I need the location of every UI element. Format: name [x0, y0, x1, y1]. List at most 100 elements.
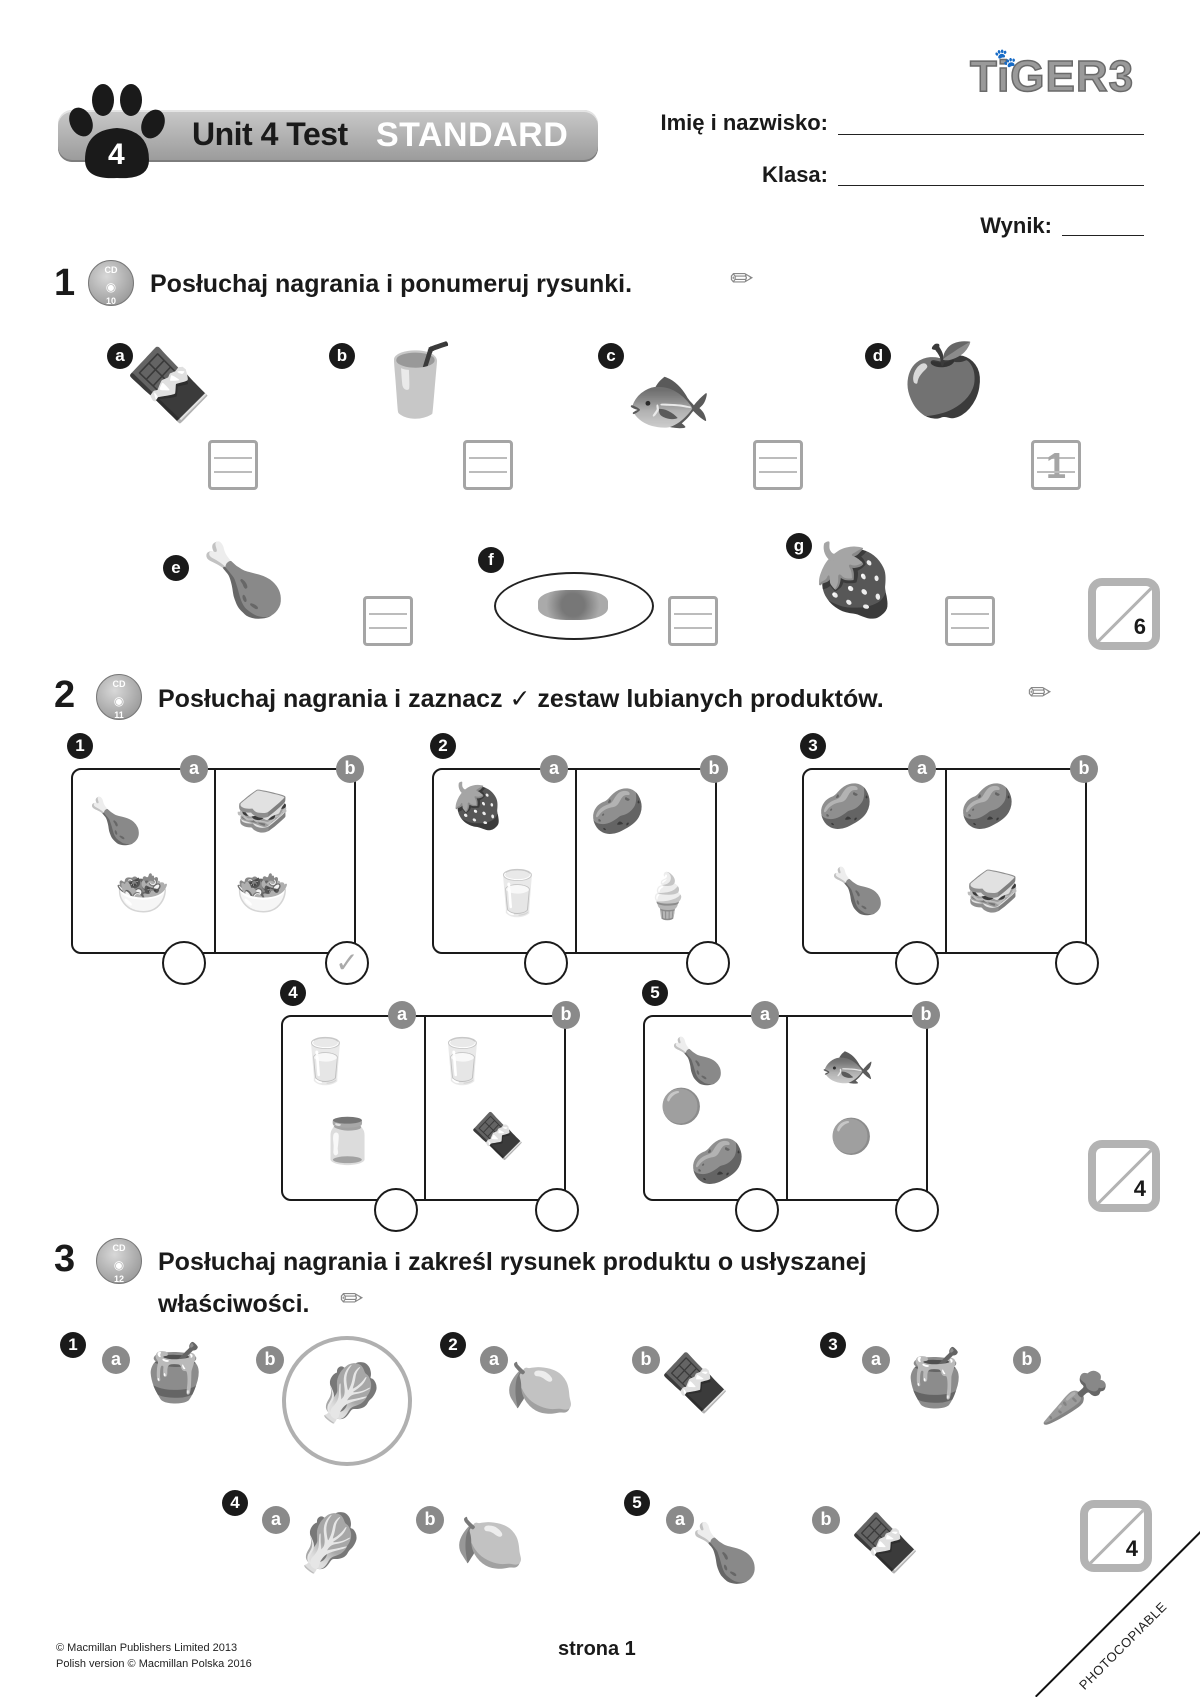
crisps-picture: 🥔	[590, 787, 645, 836]
option-a-label: a	[180, 755, 208, 783]
option-b-label: b	[632, 1346, 660, 1374]
item-number-1: 1	[60, 1332, 86, 1358]
option-a-label: a	[666, 1506, 694, 1534]
cd-track: 12	[113, 1274, 124, 1284]
answer-box-b[interactable]	[463, 440, 513, 490]
ice-cream-picture: 🍦	[640, 872, 695, 921]
set-3-checkbox-a[interactable]	[895, 941, 939, 985]
chocolate-bar-picture: 🍫	[125, 346, 213, 424]
set-4-panel	[281, 1015, 566, 1201]
item-letter-d: d	[865, 343, 891, 369]
score-divider	[1096, 586, 1152, 642]
honey-jar-picture: 🍯	[140, 1341, 210, 1404]
item-letter-e: e	[163, 555, 189, 581]
score-field[interactable]	[1062, 235, 1144, 236]
page-number: strona 1	[558, 1638, 636, 1660]
jam-jar-picture: 🫙	[320, 1117, 375, 1166]
logo-paw-icon: 🐾	[993, 47, 1018, 69]
option-a-label: a	[480, 1346, 508, 1374]
cd-icon: CD ◉ 11	[96, 674, 142, 720]
set-1-panel	[71, 768, 356, 954]
option-b-label: b	[812, 1506, 840, 1534]
roast-chicken-picture: 🍗	[830, 867, 885, 916]
cauliflower-picture: 🥬	[295, 1511, 365, 1574]
exercise-1-score-box[interactable]: 6	[1088, 578, 1160, 650]
roast-chicken-picture: 🍗	[88, 797, 143, 846]
exercise-2-score-box[interactable]: 4	[1088, 1140, 1160, 1212]
set-number-4: 4	[280, 980, 306, 1006]
set-1-checkbox-b[interactable]: ✓	[325, 941, 369, 985]
item-number-5: 5	[624, 1490, 650, 1516]
cd-track: 11	[114, 710, 124, 720]
milk-picture: 🥛	[435, 1037, 490, 1086]
cd-hole: ◉	[105, 280, 117, 294]
set-2-checkbox-a[interactable]	[524, 941, 568, 985]
fish-picture: 🐟	[820, 1042, 875, 1091]
answer-box-c[interactable]	[753, 440, 803, 490]
cd-label: CD	[112, 1243, 126, 1253]
answer-box-d[interactable]: 1	[1031, 440, 1081, 490]
set-3-checkbox-b[interactable]	[1055, 941, 1099, 985]
exercise-1-instruction: Posłuchaj nagrania i ponumeruj rysunki.	[150, 270, 633, 298]
peas-plate-picture	[494, 572, 654, 640]
chocolate-bar-picture: 🍫	[850, 1511, 920, 1574]
cd-hole: ◉	[113, 1258, 125, 1272]
option-a-label: a	[751, 1001, 779, 1029]
set-4-checkbox-a[interactable]	[374, 1188, 418, 1232]
item-number-2: 2	[440, 1332, 466, 1358]
set-number-1: 1	[67, 733, 93, 759]
carrot-picture: 🥕	[1040, 1366, 1110, 1429]
set-4-checkbox-b[interactable]	[535, 1188, 579, 1232]
item-letter-g: g	[786, 533, 812, 559]
option-b-label: b	[336, 755, 364, 783]
cd-label: CD	[104, 265, 118, 275]
exercise-3-number: 3	[54, 1238, 76, 1280]
sandwich-picture: 🥪	[235, 787, 290, 836]
option-b-label: b	[912, 1001, 940, 1029]
set-number-5: 5	[642, 980, 668, 1006]
set-number-3: 3	[800, 733, 826, 759]
exercise-1-number: 1	[54, 262, 76, 304]
option-b-label: b	[1013, 1346, 1041, 1374]
cd-label: CD	[112, 679, 126, 689]
roast-chicken-picture: 🍗	[690, 1521, 760, 1584]
pencil-icon: ✏	[730, 263, 754, 294]
copyright-line-2: Polish version © Macmillan Polska 2016	[56, 1658, 252, 1670]
set-2-checkbox-b[interactable]	[686, 941, 730, 985]
set-3-panel	[802, 768, 1087, 954]
option-b-label: b	[1070, 755, 1098, 783]
item-letter-f: f	[478, 547, 504, 573]
cd-hole: ◉	[113, 694, 125, 708]
item-letter-b: b	[329, 343, 355, 369]
set-5-checkbox-a[interactable]	[735, 1188, 779, 1232]
name-field[interactable]	[838, 134, 1144, 135]
answer-value: 1	[1045, 445, 1067, 486]
answer-box-g[interactable]	[945, 596, 995, 646]
logo-text: TiGER3	[969, 51, 1135, 102]
test-level: STANDARD	[376, 116, 569, 154]
milk-picture: 🥛	[298, 1037, 353, 1086]
panel-divider	[785, 1017, 788, 1199]
class-field[interactable]	[838, 185, 1144, 186]
cd-icon: CD ◉ 10	[88, 260, 134, 306]
copyright-line-1: © Macmillan Publishers Limited 2013	[56, 1642, 238, 1654]
score-max: 4	[1133, 1176, 1146, 1201]
set-5-checkbox-b[interactable]	[895, 1188, 939, 1232]
set-2-panel	[432, 768, 717, 954]
copyright: © Macmillan Publishers Limited 2013 Poli…	[56, 1640, 252, 1672]
score-max: 6	[1133, 614, 1146, 639]
answer-box-a[interactable]	[208, 440, 258, 490]
option-a-label: a	[102, 1346, 130, 1374]
apples-picture: 🍎	[900, 341, 988, 419]
cauliflower-picture: 🥬	[315, 1361, 385, 1424]
cd-track: 10	[105, 296, 116, 306]
answer-box-f[interactable]	[668, 596, 718, 646]
set-number-2: 2	[430, 733, 456, 759]
option-b-label: b	[256, 1346, 284, 1374]
panel-divider	[213, 770, 216, 952]
score-max: 4	[1125, 1536, 1138, 1561]
exercise-3-score-box[interactable]: 4	[1080, 1500, 1152, 1572]
photocopiable-label: PHOTOCOPIABLE	[1076, 1598, 1170, 1693]
answer-box-e[interactable]	[363, 596, 413, 646]
set-1-checkbox-a[interactable]	[162, 941, 206, 985]
